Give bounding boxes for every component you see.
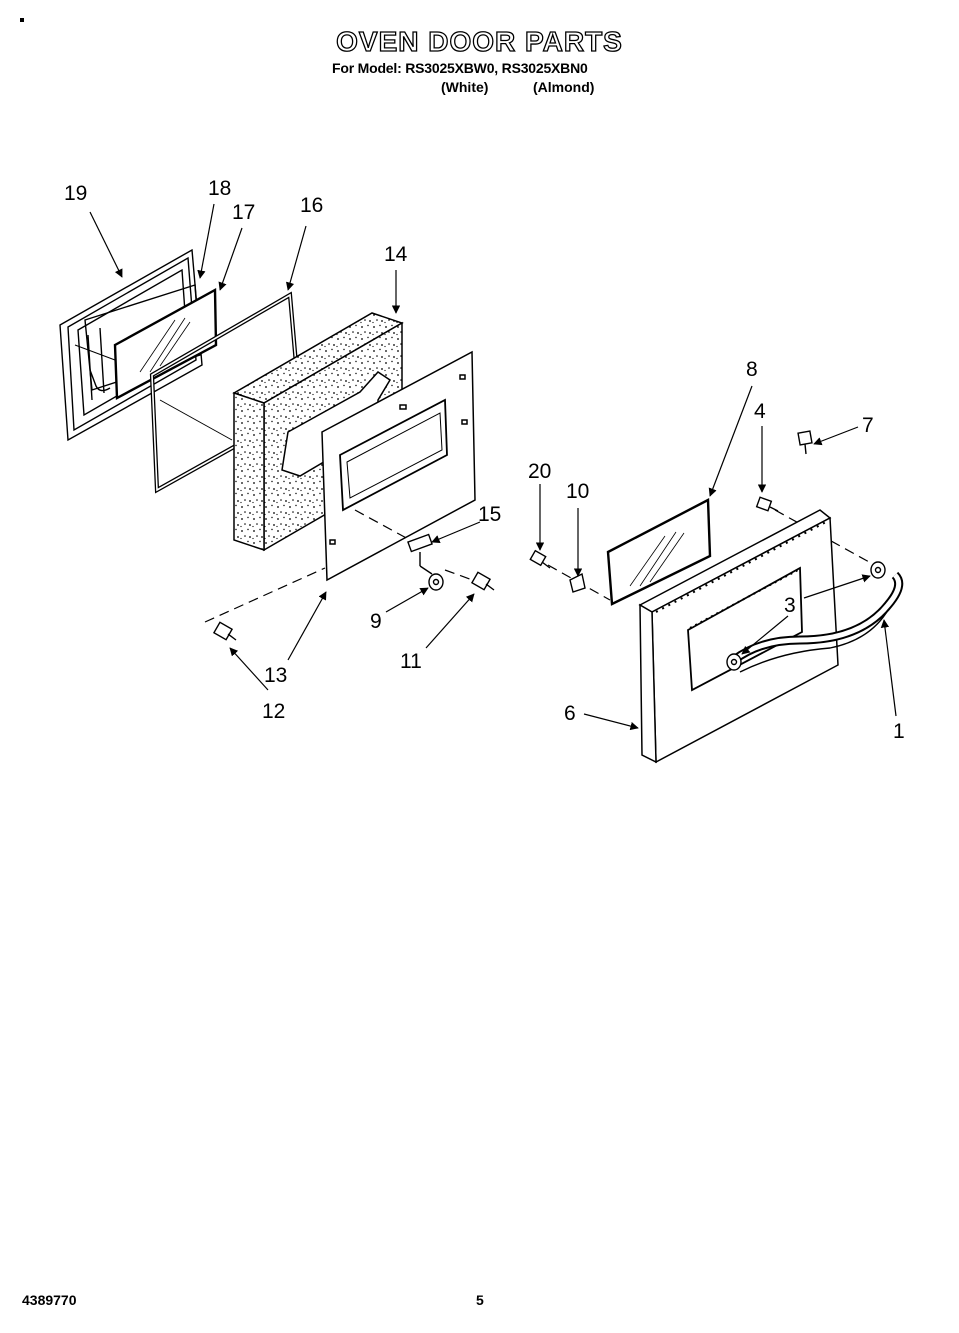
callout-11: 11: [400, 650, 422, 673]
variant-white: (White): [441, 79, 489, 95]
glass-clip-part: [569, 572, 586, 593]
callout-1: 1: [893, 720, 905, 743]
callout-17: 17: [232, 201, 255, 224]
handle-spacer-part: [726, 561, 886, 671]
screw-part-4: [755, 496, 779, 512]
window-frame-part: [84, 284, 201, 391]
page-number: 5: [476, 1292, 484, 1308]
callout-8: 8: [746, 358, 758, 381]
assembly-guide-lines: [74, 344, 233, 441]
callout-4: 4: [754, 400, 766, 423]
callout-7: 7: [862, 414, 874, 437]
outer-door-frame-part: [638, 509, 839, 764]
door-handle-part: [731, 571, 904, 673]
page-title: OVEN DOOR PARTS: [335, 25, 623, 57]
callout-13: 13: [264, 664, 287, 687]
washer-part: [428, 573, 444, 591]
inner-door-panel-part: [321, 350, 476, 582]
door-clip-part: [407, 533, 433, 575]
callout-6: 6: [564, 702, 576, 725]
callout-12: 12: [262, 700, 285, 723]
callout-10: 10: [566, 480, 589, 503]
outer-glass-part: [606, 498, 712, 606]
screw-part-7: [797, 430, 813, 455]
callout-20: 20: [528, 460, 551, 483]
callout-3: 3: [784, 594, 796, 617]
callout-16: 16: [300, 194, 323, 217]
callout-14: 14: [384, 243, 408, 266]
variant-almond: (Almond): [533, 79, 595, 95]
document-number: 4389770: [22, 1292, 77, 1308]
leader-lines: [89, 203, 897, 731]
callout-labels: 19 18 17 16 14 15 9 11 13 12 20 10 8 4 7…: [64, 177, 905, 743]
corner-mark: [20, 18, 24, 22]
screw-part-20: [529, 549, 551, 569]
inner-glass-part: [113, 287, 218, 400]
inner-door-liner-part: [59, 248, 203, 442]
model-line: For Model: RS3025XBW0, RS3025XBN0: [332, 60, 588, 76]
callout-9: 9: [370, 610, 382, 633]
screw-part-12: [212, 621, 237, 641]
screw-part: [470, 571, 495, 591]
callout-15: 15: [478, 503, 501, 526]
callout-19: 19: [64, 182, 87, 205]
callout-18: 18: [208, 177, 231, 200]
